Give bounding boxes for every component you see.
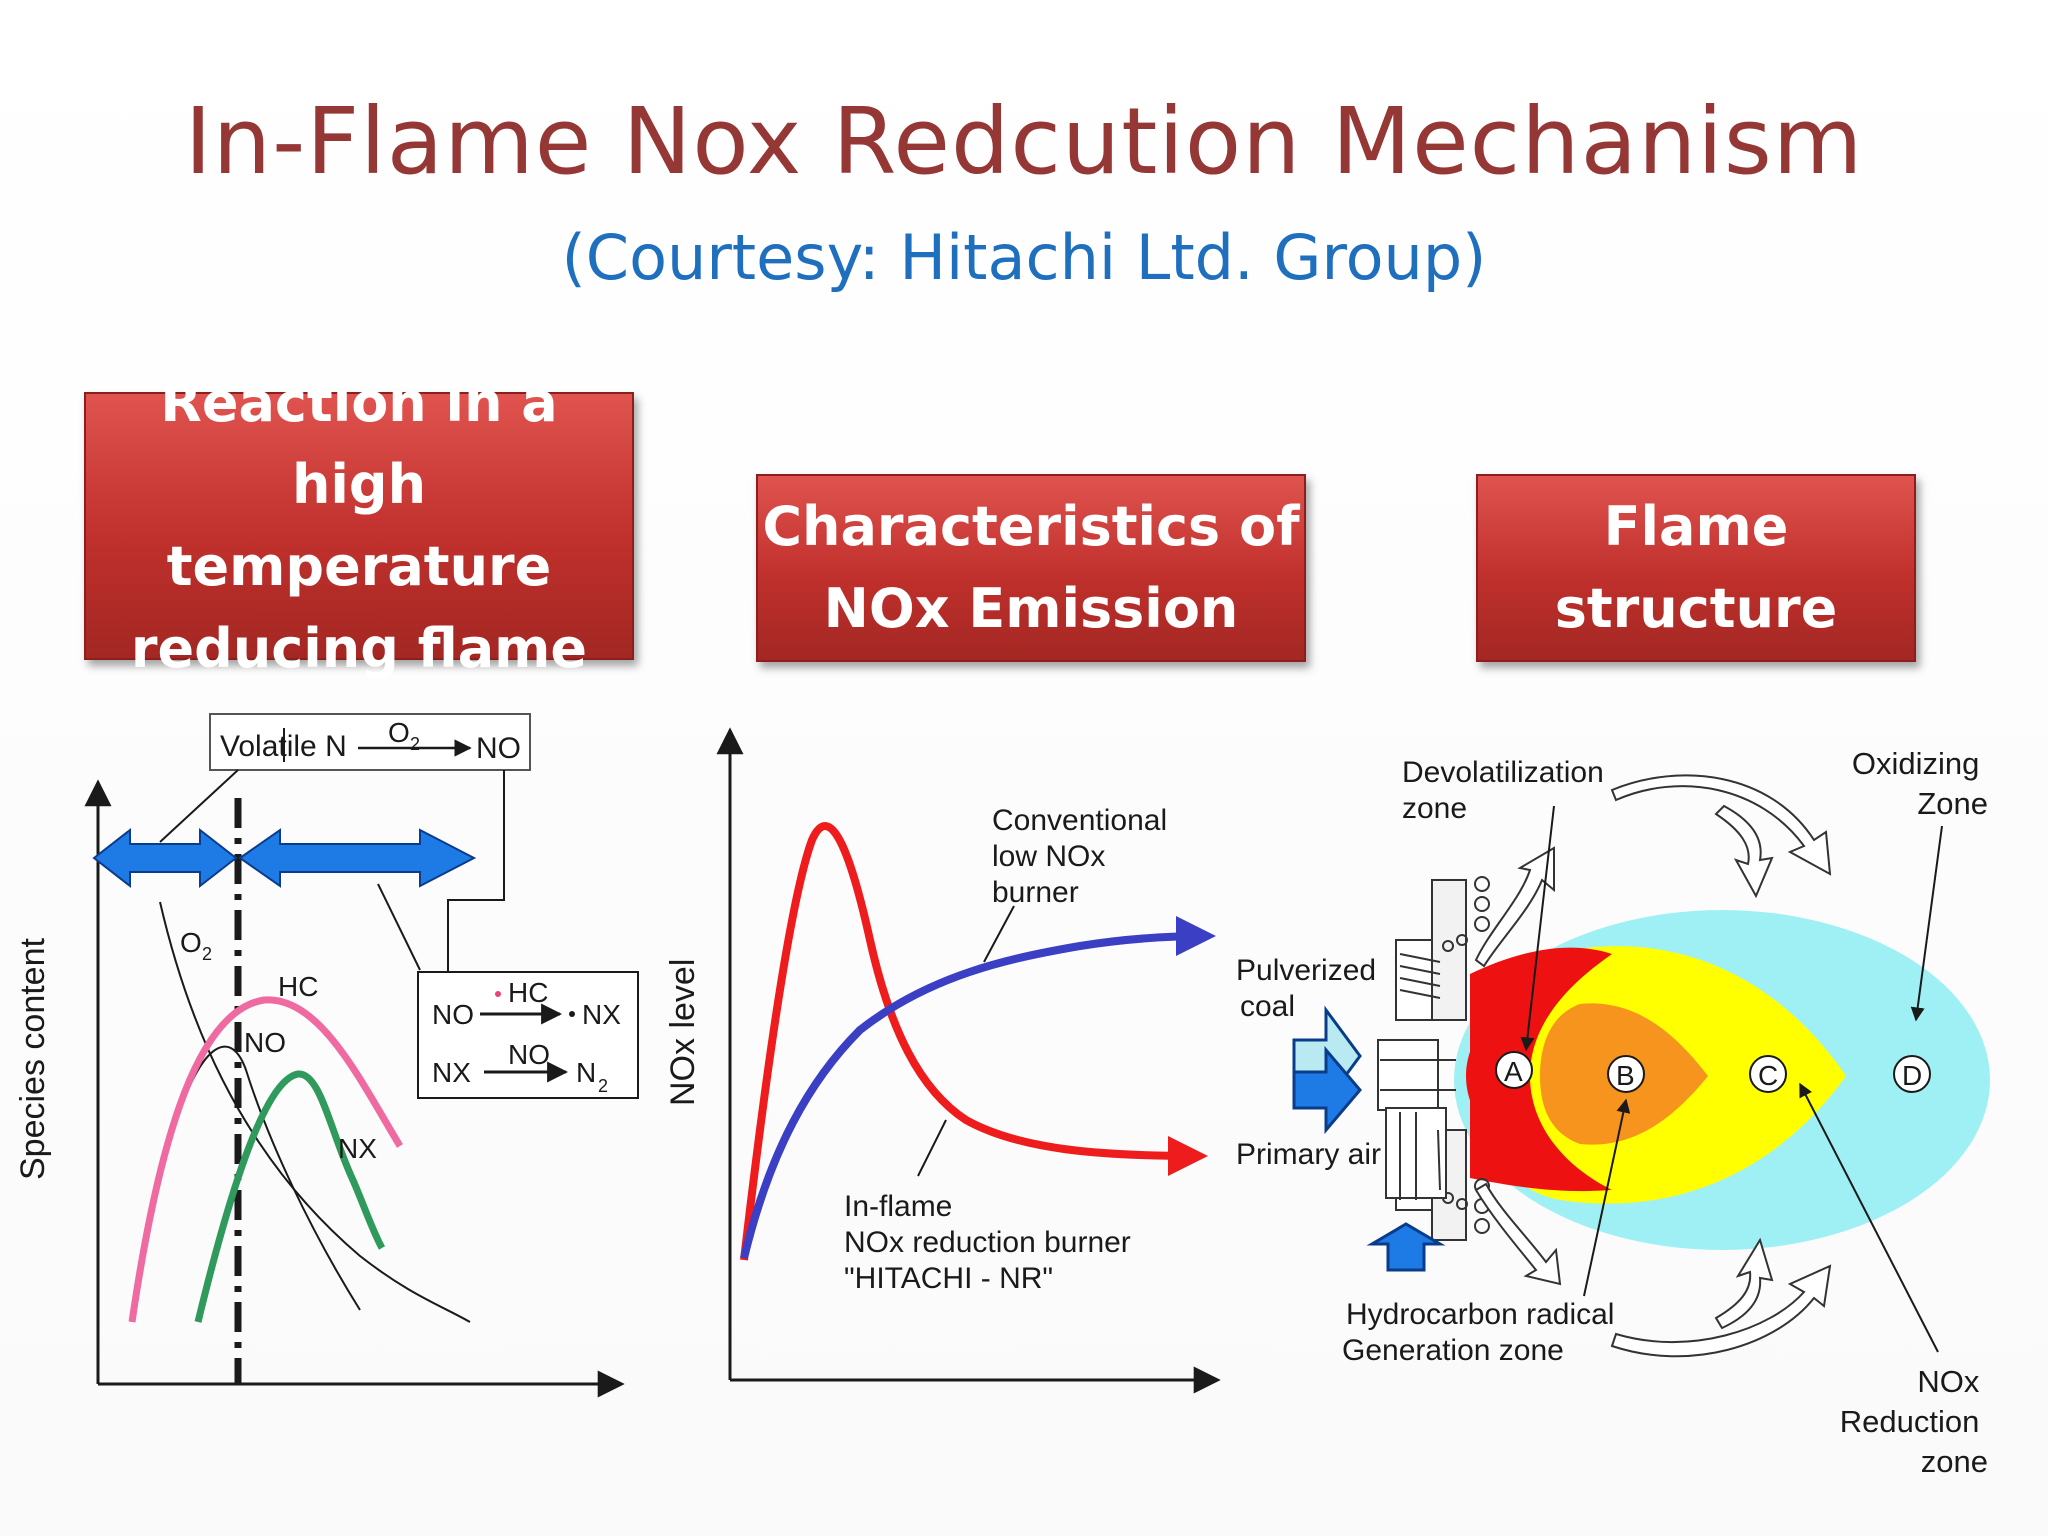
d1-volatile-box: [209, 713, 531, 771]
d3-devol-line-1: Devolatilization: [1402, 756, 1604, 789]
d1-left-double-arrow: [92, 827, 238, 889]
d3-pulverized-label: Pulverized coal: [1236, 954, 1384, 1023]
d1-label-o2-sub: 2: [202, 944, 212, 964]
d1-row1-dot: [569, 1011, 575, 1017]
zone-marker-c: [1749, 1055, 1787, 1093]
flame-zone-a: [1466, 947, 1612, 1192]
zone-letter-c: C: [1758, 1060, 1778, 1091]
d3-devol-leader: [1520, 805, 1555, 1052]
d1-row2-nx: NX: [432, 1057, 471, 1088]
d1-connector-box: [377, 883, 421, 971]
d3-oxidizing-label: Oxidizing Zone: [1852, 746, 1988, 821]
d1-hc-curve: [128, 996, 403, 1323]
d3-oxidizing-line-2: Zone: [1917, 786, 1988, 821]
d2-inflame-curve: [740, 822, 1208, 1261]
d3-upper-inner-arrow: [1714, 804, 1774, 899]
d1-volatile-o2-text: O: [388, 717, 410, 748]
d3-pulverized-line-2: coal: [1240, 990, 1295, 1023]
zone-letter-d: D: [1902, 1060, 1922, 1091]
d3-hydrocarbon-leader: [1583, 1098, 1631, 1297]
d2-inflame-line-3: "HITACHI - NR": [844, 1262, 1053, 1295]
d1-right-double-arrow: [238, 828, 477, 888]
d2-conventional-label: Conventional low NOx burner: [992, 804, 1175, 909]
d3-lower-inner-arrow: [1714, 1237, 1774, 1330]
d2-conventional-line-1: Conventional: [992, 804, 1167, 837]
slide-subtitle: (Courtesy: Hitachi Ltd. Group): [561, 221, 1487, 294]
d1-reaction-box: [417, 971, 639, 1099]
diagram-nox-emission: NOx level Conventional low NOx burner In…: [664, 727, 1221, 1394]
panel-heading-characteristics: Characteristics of NOx Emission: [756, 474, 1306, 662]
d3-upper-recirculation-arrow: [1610, 774, 1832, 876]
d2-inflame-label: In-flame NOx reduction burner "HITACHI -…: [844, 1190, 1139, 1295]
panel-heading-reaction-text: Reaction in a high temperature reducing …: [130, 371, 588, 680]
d3-nox-reduction-line-1: NOx: [1917, 1364, 1980, 1399]
d1-nx-curve: [194, 1070, 386, 1323]
d1-row1-hc: HC: [508, 977, 548, 1008]
d1-row2-n2: N: [576, 1057, 596, 1088]
d2-inflame-line-1: In-flame: [844, 1190, 952, 1223]
d2-inflame-leader: [917, 1119, 947, 1177]
d2-conventional-leader: [983, 905, 1015, 963]
panel-heading-flame-structure: Flame structure: [1476, 474, 1916, 662]
d1-row1-no: NO: [432, 999, 474, 1030]
d3-upper-swirl-arrow: [1474, 846, 1555, 968]
d1-no-curve: [179, 1045, 361, 1311]
d3-lower-swirl-arrow: [1474, 1182, 1562, 1286]
d1-y-label: Species content: [14, 938, 52, 1180]
d3-nox-reduction-line-2: Reduction: [1840, 1404, 1980, 1439]
d2-conventional-line-3: burner: [992, 876, 1079, 909]
panel-heading-flame-structure-text: Flame structure: [1554, 495, 1838, 640]
d3-oxidizing-line-1: Oxidizing: [1852, 746, 1980, 781]
d3-hydrocarbon-label: Hydrocarbon radical Generation zone: [1342, 1298, 1623, 1367]
d1-volatile-no-text: NO: [476, 732, 521, 765]
d1-connector-left: [159, 769, 239, 843]
d2-conventional-curve: [740, 916, 1216, 1259]
d3-lower-recirculation-arrow: [1610, 1264, 1832, 1358]
secondary-air-arrow-icon: [1366, 1222, 1446, 1272]
d2-y-label: NOx level: [664, 959, 702, 1106]
d3-devol-label: Devolatilization zone: [1402, 756, 1612, 825]
d1-label-hc: HC: [278, 971, 318, 1002]
d3-devol-line-2: zone: [1402, 792, 1467, 825]
d1-label-o2: O: [180, 927, 202, 958]
d1-label-nx: NX: [338, 1133, 377, 1164]
d1-row1-nx: NX: [582, 999, 621, 1030]
d1-row2-no: NO: [508, 1039, 550, 1070]
d3-hydrocarbon-line-2: Generation zone: [1342, 1334, 1564, 1367]
zone-marker-b: [1607, 1055, 1645, 1093]
d3-nox-reduction-line-3: zone: [1921, 1444, 1988, 1479]
d3-nox-reduction-leader: [1799, 1082, 1939, 1353]
slide-title: In-Flame Nox Redcution Mechanism: [184, 88, 1864, 195]
d1-o2-curve: [159, 901, 471, 1323]
diagram-flame-structure: A B C D Devolatilization zone Oxidizing …: [1236, 746, 1990, 1479]
zone-letter-a: A: [1504, 1056, 1523, 1087]
d2-inflame-line-2: NOx reduction burner: [844, 1226, 1131, 1259]
d3-hydrocarbon-line-1: Hydrocarbon radical: [1346, 1298, 1614, 1331]
zone-marker-d: [1893, 1055, 1931, 1093]
primary-air-arrow-icon: [1292, 1045, 1362, 1135]
d1-label-no: NO: [244, 1027, 286, 1058]
diagram-reaction-species: Species content Volatile N O 2 NO NO HC: [14, 713, 639, 1398]
zone-letter-b: B: [1616, 1060, 1635, 1091]
panel-heading-reaction: Reaction in a high temperature reducing …: [84, 371, 634, 680]
panel-heading-characteristics-text: Characteristics of NOx Emission: [762, 495, 1300, 640]
d3-nox-reduction-label: NOx Reduction zone: [1840, 1364, 1988, 1479]
d3-primary-air-label: Primary air: [1236, 1138, 1381, 1171]
burner-assembly: [1377, 876, 1490, 1241]
d3-pulverized-line-1: Pulverized: [1236, 954, 1376, 987]
d2-conventional-line-2: low NOx: [992, 840, 1105, 873]
d1-row2-n2-sub: 2: [598, 1076, 608, 1096]
d1-connector-right: [441, 770, 505, 986]
zone-marker-a: [1495, 1051, 1533, 1089]
d1-radical-dot: [495, 991, 501, 997]
d3-oxidizing-leader: [1910, 825, 1943, 1022]
d1-volatile-o2-sub: 2: [410, 734, 420, 754]
